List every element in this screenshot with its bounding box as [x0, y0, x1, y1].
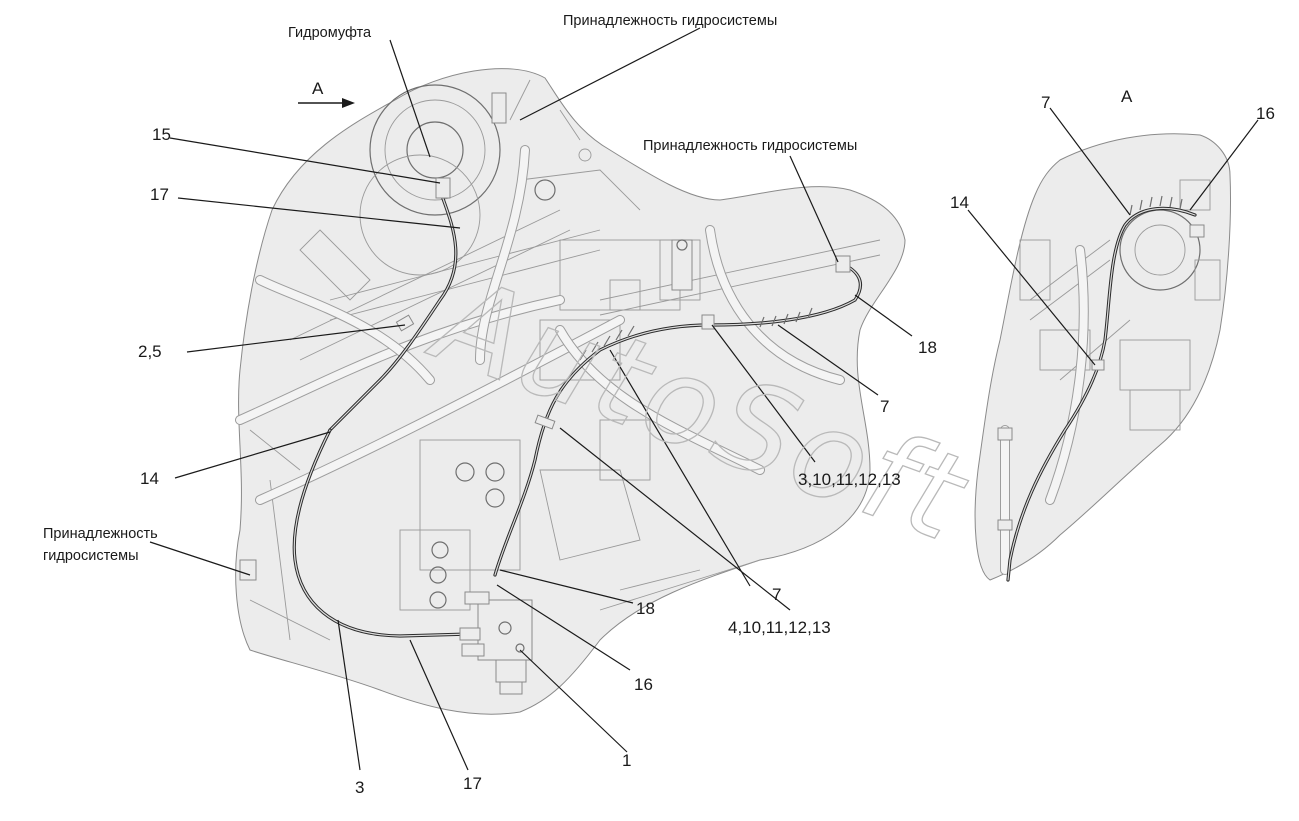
label-3-group: 3,10,11,12,13 — [798, 470, 901, 489]
label-view-arrow-a: А — [312, 79, 324, 98]
label-17-top: 17 — [150, 185, 169, 204]
inset-hoses — [1006, 195, 1205, 582]
label-accessory-left-1: Принадлежность — [43, 526, 158, 542]
label-accessory-left-2: гидросистемы — [43, 548, 139, 564]
label-17-bottom: 17 — [463, 774, 482, 793]
label-16-main: 16 — [634, 675, 653, 694]
label-16-inset: 16 — [1256, 104, 1275, 123]
label-14-main: 14 — [140, 469, 159, 488]
label-7-right: 7 — [880, 397, 889, 416]
inset-view-a — [974, 133, 1232, 582]
label-4-group: 4,10,11,12,13 — [728, 618, 831, 637]
label-inset-title-a: А — [1121, 87, 1133, 106]
label-3: 3 — [355, 778, 364, 797]
main-body-outline — [235, 68, 906, 715]
label-1: 1 — [622, 751, 631, 770]
label-15: 15 — [152, 125, 171, 144]
label-accessory-top: Принадлежность гидросистемы — [563, 13, 777, 29]
label-hydro-coupling: Гидромуфта — [288, 25, 372, 41]
hoses — [239, 92, 863, 638]
leader-lines — [149, 27, 1259, 771]
inset-internal-structure — [997, 179, 1221, 575]
label-2-5: 2,5 — [138, 342, 162, 361]
inset-body-outline — [974, 133, 1232, 581]
label-18-right: 18 — [918, 338, 937, 357]
label-14-inset: 14 — [950, 193, 969, 212]
label-7-bottom: 7 — [772, 585, 781, 604]
valve-block — [459, 591, 533, 695]
label-7-inset: 7 — [1041, 93, 1050, 112]
callout-labels: Гидромуфта Принадлежность гидросистемы П… — [43, 13, 1275, 797]
view-arrow-a — [298, 98, 355, 108]
main-view — [235, 68, 906, 715]
label-accessory-mid: Принадлежность гидросистемы — [643, 138, 857, 154]
label-18-bottom: 18 — [636, 599, 655, 618]
